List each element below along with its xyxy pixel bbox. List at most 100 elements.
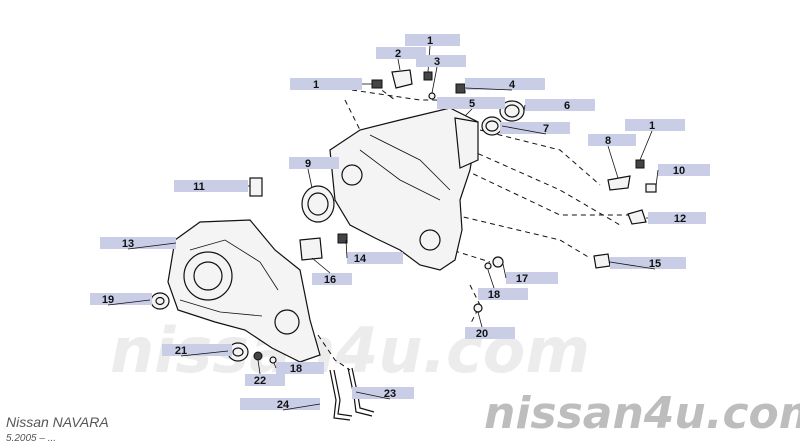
callout-tag-bg: [465, 78, 545, 90]
callout-number: 16: [324, 274, 336, 286]
callout-leader: [107, 299, 151, 306]
callout-c2: 2: [376, 47, 426, 71]
callout-c13: 13: [100, 237, 177, 250]
callout-c16: 16: [311, 257, 352, 286]
tube-23: [347, 367, 375, 417]
callout-c15: 15: [609, 257, 686, 270]
transfer-case-front-housing: [167, 219, 321, 363]
sensor-11: [249, 177, 263, 197]
callout-number: 10: [673, 165, 685, 177]
callout-leader: [501, 125, 547, 135]
plug-20: [473, 303, 483, 313]
callout-number: 17: [516, 273, 528, 285]
callout-leader: [464, 108, 473, 117]
callout-c10: 10: [655, 164, 710, 187]
callout-c21: 21: [162, 344, 232, 357]
callout-tag-bg: [347, 252, 403, 264]
callout-number: 13: [122, 238, 134, 250]
callout-leader: [345, 239, 348, 259]
washer-18a: [484, 262, 492, 270]
callout-number: 1: [313, 79, 319, 91]
bolt-1-upper-left: [371, 79, 383, 89]
callout-tag-bg: [245, 374, 285, 386]
callout-c12: 12: [646, 212, 706, 225]
callout-c7: 7: [500, 122, 570, 135]
seal-7: [481, 116, 503, 136]
callout-leader: [523, 104, 526, 112]
tube-24: [329, 369, 353, 421]
callout-tag-bg: [625, 119, 685, 131]
callout-number: 1: [427, 35, 433, 47]
callout-number: 24: [277, 399, 290, 411]
callout-number: 21: [175, 345, 187, 357]
callout-tag-bg: [290, 78, 362, 90]
bolt-4: [455, 83, 466, 94]
callout-tag-bg: [610, 257, 686, 269]
callout-leader: [607, 145, 619, 179]
callout-c5: 5: [437, 97, 505, 117]
callout-c19: 19: [90, 293, 152, 306]
callout-leader: [127, 242, 177, 250]
callout-tag-bg: [500, 122, 570, 134]
callout-c1a: 1: [290, 78, 372, 91]
callout-tag-bg: [162, 344, 232, 356]
bracket-2: [391, 69, 413, 89]
callout-leader: [355, 391, 391, 400]
callout-number: 8: [605, 135, 611, 147]
callout-c4: 4: [464, 78, 545, 91]
gasket-9: [301, 185, 335, 223]
watermark-corner: nissan4u.com: [484, 388, 800, 439]
callout-tag-bg: [376, 47, 426, 59]
callout-leader: [397, 58, 401, 71]
callout-number: 7: [543, 123, 549, 135]
callout-c9: 9: [289, 157, 339, 189]
callout-c17: 17: [502, 263, 558, 285]
callout-tag-bg: [588, 134, 636, 146]
callout-leader: [282, 403, 321, 411]
washer-18b: [269, 356, 277, 364]
callout-number: 23: [384, 388, 396, 400]
callout-leader: [477, 311, 483, 328]
callout-c14: 14: [345, 239, 403, 265]
callout-c22: 22: [245, 359, 285, 387]
callout-c11: 11: [174, 180, 250, 193]
callout-number: 11: [193, 181, 205, 193]
callout-c18b: 18: [273, 362, 324, 375]
callout-number: 2: [395, 48, 401, 60]
callout-number: 5: [469, 98, 475, 110]
callout-number: 3: [434, 56, 440, 68]
callout-leader: [273, 362, 277, 369]
callout-leader: [431, 66, 438, 94]
callout-tag-bg: [405, 34, 460, 46]
sensor-10: [645, 183, 657, 193]
callout-number: 12: [674, 213, 686, 225]
transfer-case-rear-housing: [329, 107, 479, 271]
callout-c23: 23: [352, 387, 414, 400]
callout-number: 6: [564, 100, 570, 112]
plug-17: [492, 256, 504, 268]
callout-tag-bg: [174, 180, 248, 192]
callout-number: 1: [649, 120, 655, 132]
callout-tag-bg: [658, 164, 710, 176]
callout-c24: 24: [240, 398, 321, 411]
callout-tag-bg: [478, 288, 528, 300]
callout-number: 15: [649, 258, 661, 270]
clip-15: [593, 253, 611, 269]
callout-tag-bg: [506, 272, 558, 284]
callout-tag-bg: [465, 327, 515, 339]
callout-number: 14: [354, 253, 367, 265]
callout-leader: [609, 261, 656, 270]
callout-tag-bg: [437, 97, 505, 109]
callout-c3: 3: [416, 55, 466, 94]
callout-tag-bg: [276, 362, 324, 374]
callout-leader: [655, 169, 659, 187]
callout-leader: [502, 263, 507, 279]
bolt-14: [337, 233, 348, 244]
callout-c18a: 18: [478, 269, 528, 301]
callout-tag-bg: [525, 99, 595, 111]
callout-leader: [464, 87, 513, 91]
callout-tag-bg: [352, 387, 414, 399]
callout-leader: [180, 350, 229, 357]
callout-tag-bg: [289, 157, 339, 169]
